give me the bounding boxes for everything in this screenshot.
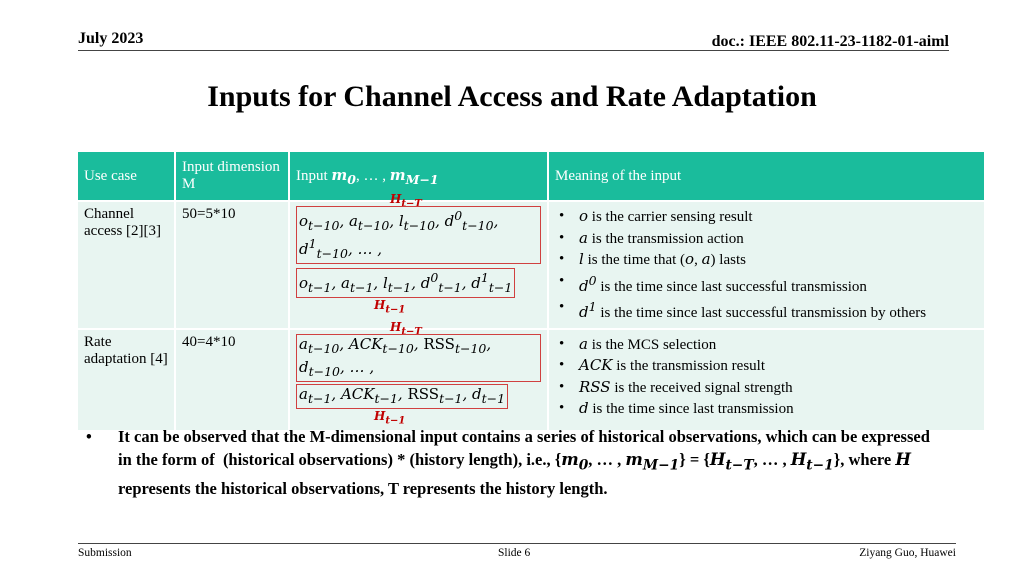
h-t-minus-1-label: Ht−1 (374, 298, 406, 316)
use-case-cell: Channel access [2][3] (78, 202, 176, 330)
header-use-case: Use case (78, 152, 176, 202)
list-item: d1 is the time since last successful tra… (555, 297, 978, 324)
inputs-table: Use case Input dimension M Input m0, … ,… (78, 152, 986, 432)
note-text: It can be observed that the M-dimensiona… (118, 427, 930, 499)
table-row: Rate adaptation [4] 40=4*10 Ht−T at−10, … (78, 320, 986, 432)
meaning-list: o is the carrier sensing result a is the… (555, 206, 978, 324)
dimension-cell: 40=4*10 (176, 329, 290, 432)
table-row: Channel access [2][3] 50=5*10 Ht−T ot−10… (78, 192, 986, 330)
footer-author: Ziyang Guo, Huawei (859, 547, 956, 559)
list-item: ACK is the transmission result (555, 355, 978, 377)
dimension-cell: 50=5*10 (176, 202, 290, 330)
header-meaning: Meaning of the input (549, 152, 986, 202)
input-cell: Ht−T ot−10, at−10, lt−10, d0t−10, d1t−10… (290, 192, 549, 330)
slide-title: Inputs for Channel Access and Rate Adapt… (207, 80, 817, 113)
header-date: July 2023 (78, 30, 144, 47)
table-header-row: Use case Input dimension M Input m0, … ,… (78, 152, 986, 202)
h-t-minus-T-label: Ht−T (390, 319, 422, 337)
meaning-list: a is the MCS selection ACK is the transm… (555, 334, 978, 420)
input-line-1: at−10, ACKt−10, RSSt−10, dt−10, … , (296, 333, 541, 382)
header-doc-id: doc.: IEEE 802.11-23-1182-01-aiml (711, 33, 949, 50)
h-t-minus-1-label: Ht−1 (374, 408, 406, 426)
input-line-2: ot−1, at−1, lt−1, d0t−1, d1t−1 (296, 268, 516, 298)
footer-divider (78, 543, 956, 544)
meaning-cell: o is the carrier sensing result a is the… (549, 202, 986, 330)
observation-note: • It can be observed that the M-dimensio… (86, 425, 936, 500)
header-divider (78, 50, 949, 51)
list-item: RSS is the received signal strength (555, 377, 978, 399)
meaning-cell: a is the MCS selection ACK is the transm… (549, 329, 986, 432)
input-cell: Ht−T at−10, ACKt−10, RSSt−10, dt−10, … ,… (290, 320, 549, 432)
footer-submission: Submission (78, 547, 132, 559)
list-item: a is the MCS selection (555, 334, 978, 356)
h-t-minus-T-label: Ht−T (390, 192, 422, 210)
list-item: o is the carrier sensing result (555, 206, 978, 228)
input-line-2: at−1, ACKt−1, RSSt−1, dt−1 (296, 383, 509, 409)
header-input: Input m0, … , mM−1 (290, 152, 549, 202)
header-input-dimension: Input dimension M (176, 152, 290, 202)
list-item: l is the time that (o, a) lasts (555, 249, 978, 271)
list-item: a is the transmission action (555, 228, 978, 250)
list-item: d0 is the time since last successful tra… (555, 271, 978, 298)
input-line-1: ot−10, at−10, lt−10, d0t−10, d1t−10, … , (296, 206, 541, 264)
bullet-icon: • (86, 427, 92, 446)
footer-slide-number: Slide 6 (498, 547, 531, 559)
list-item: d is the time since last transmission (555, 398, 978, 420)
use-case-cell: Rate adaptation [4] (78, 329, 176, 432)
